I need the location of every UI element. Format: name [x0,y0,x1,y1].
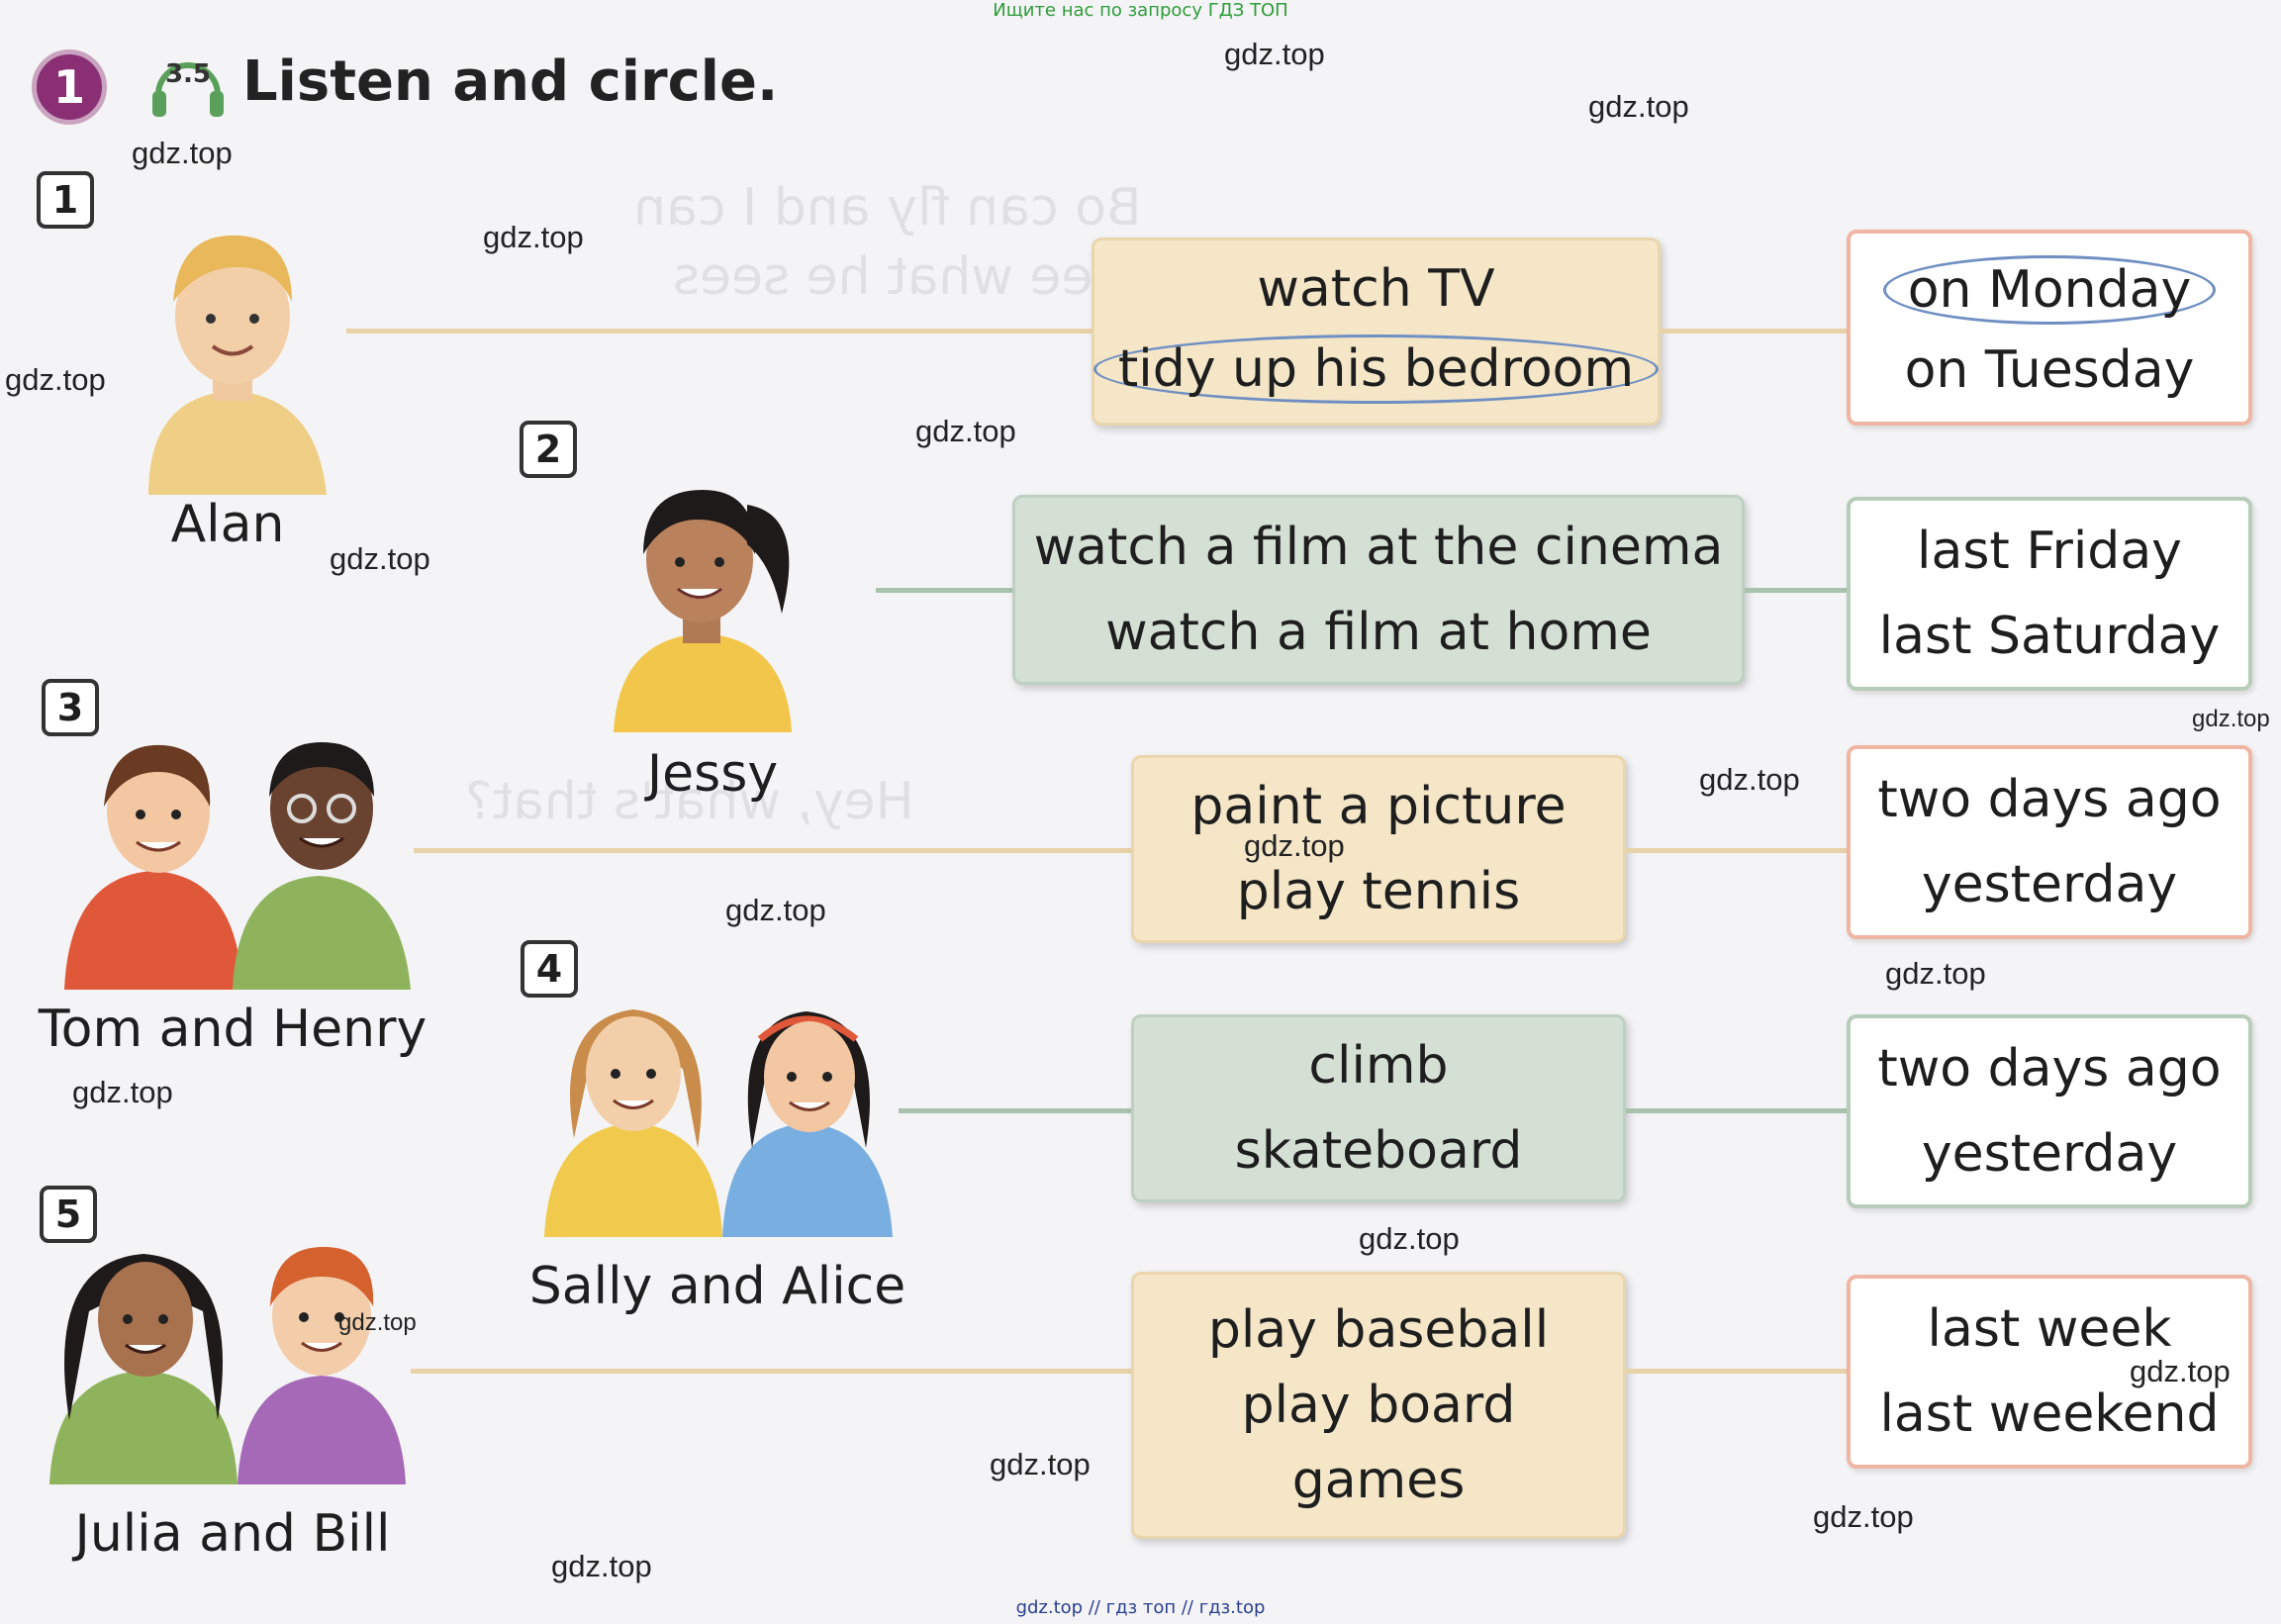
watermark[interactable]: gdz.top [1813,1499,1914,1534]
kid-name: Alan [170,495,285,554]
activity-option[interactable]: climb [1308,1036,1449,1096]
connector-line [1626,848,1849,853]
background-bleed-text: Bo can fly and I can [633,178,1142,238]
activity-box-5: play baseball play board games [1131,1272,1626,1539]
audio-track-number[interactable]: 3.5 [164,59,212,89]
watermark[interactable]: gdz.top [551,1549,652,1583]
alan-picture [148,235,327,495]
time-box-2: last Friday last Saturday [1847,497,2252,691]
time-option[interactable]: on Tuesday [1904,340,2195,400]
background-bleed-text: see what he sees [673,247,1120,307]
kid-name: Sally and Alice [528,1257,906,1316]
time-option[interactable]: last Friday [1917,522,2182,581]
activity-option[interactable]: play tennis [1236,862,1521,921]
activity-box-4: climb skateboard [1131,1014,1626,1202]
headphones-icon [152,62,224,117]
activity-option[interactable]: watch a film at home [1105,603,1652,662]
row-number-3: 3 [42,679,99,736]
connector-line [414,848,1133,853]
time-option[interactable]: last week [1927,1299,2172,1359]
time-box-4: two days ago yesterday [1847,1014,2252,1208]
activity-box-2: watch a film at the cinema watch a film … [1012,495,1745,685]
watermark[interactable]: gdz.top [2130,1354,2231,1388]
watermark[interactable]: gdz.top [1885,956,1986,991]
row-number-5: 5 [40,1186,97,1243]
sally-and-alice-picture [544,1009,893,1237]
watermark[interactable]: gdz.top [1359,1221,1460,1256]
activity-option[interactable]: watch TV [1257,259,1495,319]
watermark[interactable]: gdz.top [990,1447,1091,1481]
activity-option[interactable]: paint a picture [1190,777,1567,836]
connector-line [346,329,1093,334]
time-box-3: two days ago yesterday [1847,745,2252,939]
kid-name: Tom and Henry [38,1000,428,1059]
activity-box-1: watch TV tidy up his bedroom [1092,238,1661,426]
row-number-2: 2 [520,421,577,478]
activity-option[interactable]: watch a film at the cinema [1033,518,1724,577]
watermark[interactable]: gdz.top [338,1309,417,1336]
watermark[interactable]: gdz.top [72,1075,173,1109]
watermark[interactable]: gdz.top [483,220,584,254]
watermark[interactable]: gdz.top [132,136,233,170]
connector-line [411,1369,1133,1374]
watermark[interactable]: gdz.top [915,414,1016,448]
watermark[interactable]: gdz.top [1224,37,1325,71]
exercise-title: Listen and circle. [242,49,779,114]
watermark[interactable]: gdz.top [1588,89,1689,124]
kid-name: Julia and Bill [74,1504,391,1564]
time-box-1: on Monday on Tuesday [1847,230,2252,426]
time-option[interactable]: yesterday [1921,855,2178,914]
activity-box-3: paint a picture play tennis [1131,755,1626,943]
connector-line [1626,1369,1849,1374]
connector-line [1661,329,1849,334]
watermark[interactable]: gdz.top [1244,828,1345,863]
connector-line [1745,588,1849,593]
time-option[interactable]: last Saturday [1878,607,2221,666]
connector-line [1626,1108,1849,1113]
exercise-number-badge: 1 [32,49,107,125]
row-number-1: 1 [37,171,94,229]
kid-name: Jessy [646,744,779,804]
activity-option[interactable]: play board [1241,1376,1516,1435]
watermark[interactable]: gdz.top [2192,706,2270,732]
watermark[interactable]: gdz.top [5,362,106,397]
time-option[interactable]: last weekend [1879,1385,2220,1444]
activity-option-circled[interactable]: tidy up his bedroom [1093,334,1660,404]
activity-option[interactable]: play baseball [1207,1300,1550,1360]
time-option[interactable]: two days ago [1877,1039,2222,1099]
time-option[interactable]: two days ago [1877,770,2222,829]
activity-option-continued[interactable]: games [1291,1451,1466,1510]
watermark[interactable]: gdz.top [1699,762,1800,797]
tom-and-henry-picture [64,742,411,990]
connector-line [899,1108,1133,1113]
watermark[interactable]: gdz.top [725,893,826,927]
connector-line [876,588,1014,593]
bottom-banner[interactable]: gdz.top // гдз топ // гдз.top [1015,1597,1266,1618]
activity-option[interactable]: skateboard [1234,1121,1523,1181]
row-number-4: 4 [521,940,578,998]
top-banner[interactable]: Ищите нас по запросу ГДЗ ТОП [993,0,1288,21]
time-box-5: last week last weekend [1847,1275,2252,1469]
time-option[interactable]: yesterday [1921,1124,2178,1184]
julia-and-bill-picture [49,1247,406,1484]
time-option-circled[interactable]: on Monday [1882,255,2217,325]
watermark[interactable]: gdz.top [330,541,430,576]
jessy-picture [614,490,792,732]
